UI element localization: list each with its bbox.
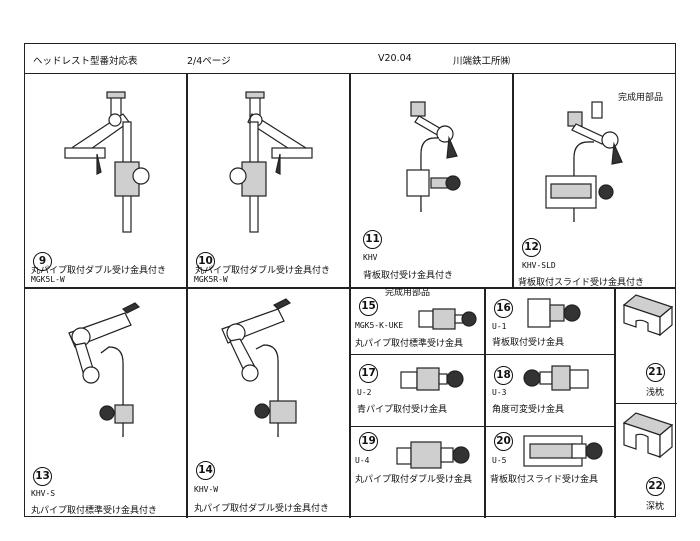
grid-subrow-divider	[349, 426, 614, 428]
headrest-khv-drawing	[406, 101, 461, 212]
item-card-20[interactable]: 20 U-5 背板取付スライド受け金具	[486, 428, 614, 518]
item-card-15[interactable]: 完成用部品 15 MGK5-K-UKE 丸パイプ取付標準受け金具	[351, 288, 484, 354]
item-number-11: 11	[363, 230, 382, 249]
headrest-khv-w-drawing	[221, 298, 297, 437]
item-number-18: 18	[494, 366, 513, 385]
grid-col-divider	[512, 74, 514, 287]
item-card-10[interactable]: 10 MGK5R-W	[188, 74, 349, 287]
item-number-12: 12	[522, 238, 541, 257]
item-card-9[interactable]: 9 MGK5L-W	[25, 74, 186, 287]
bracket-u2-drawing	[400, 367, 464, 391]
item-number-20: 20	[494, 432, 513, 451]
item-number-22: 22	[646, 477, 665, 496]
item-desc-16: 背板取付受け金具	[492, 338, 565, 348]
item-code-9: MGK5L-W	[31, 275, 65, 284]
item-code-12: KHV-SLD	[522, 261, 556, 270]
version-label: V20.04	[378, 53, 412, 64]
item-desc-22: 深枕	[646, 502, 665, 512]
pillow-shallow-drawing	[622, 294, 674, 337]
item-card-18[interactable]: 18 U-3 角度可変受け金具	[486, 356, 614, 426]
item-desc-12: 背板取付スライド受け金具付き	[518, 278, 645, 288]
headrest-mgk5r-w-drawing	[229, 91, 313, 233]
item-desc-11: 背板取付受け金具付き	[363, 271, 454, 281]
item-number-9: 9	[33, 252, 52, 271]
item-code-13: KHV-S	[31, 489, 56, 498]
item-note-15: 完成用部品	[385, 288, 431, 298]
item-number-15: 15	[359, 297, 378, 316]
item-code-18: U-3	[492, 388, 507, 397]
item-number-14: 14	[196, 461, 215, 480]
item-code-19: U-4	[355, 456, 370, 465]
item-card-11[interactable]: 11 KHV 背板取付受け金具付き	[351, 74, 512, 287]
grid-col-divider	[186, 287, 188, 518]
bracket-u3-drawing	[523, 365, 589, 391]
item-desc-9: 丸パイプ取付ダブル受け金具付き	[31, 266, 167, 276]
item-card-13[interactable]: 13 KHV-S 丸パイプ取付標準受け金具付き	[25, 289, 186, 518]
item-number-13: 13	[33, 467, 52, 486]
pillow-deep-drawing	[622, 412, 674, 459]
bracket-u4-drawing	[396, 441, 470, 469]
item-card-17[interactable]: 17 U-2 青パイプ取付受け金具	[351, 356, 484, 426]
item-card-22[interactable]: 22 深枕	[616, 405, 677, 518]
item-code-20: U-5	[492, 456, 507, 465]
headrest-mgk5l-w-drawing	[64, 91, 150, 233]
grid-subrow-divider	[614, 403, 677, 405]
item-desc-18: 角度可変受け金具	[492, 405, 565, 415]
item-card-14[interactable]: 14 KHV-W 丸パイプ取付ダブル受け金具付き	[188, 289, 349, 518]
item-number-17: 17	[359, 364, 378, 383]
item-desc-17: 青パイプ取付受け金具	[357, 405, 448, 415]
headrest-khv-sld-drawing	[545, 101, 623, 222]
page-indicator: 2/4ページ	[187, 56, 231, 67]
item-code-16: U-1	[492, 322, 507, 331]
catalog-sheet: ヘッドレスト型番対応表 2/4ページ V20.04 川端鉄工所㈱ 9 MGK5L…	[24, 43, 677, 518]
item-code-14: KHV-W	[194, 485, 219, 494]
headrest-khv-s-drawing	[68, 302, 141, 437]
item-desc-21: 浅枕	[646, 388, 665, 398]
item-code-15: MGK5-K-UKE	[355, 321, 404, 330]
item-code-10: MGK5R-W	[194, 275, 228, 284]
item-card-19[interactable]: 19 U-4 丸パイプ取付ダブル受け金具	[351, 428, 484, 518]
item-desc-20: 背板取付スライド受け金具	[490, 475, 599, 485]
bracket-u5-drawing	[523, 435, 603, 467]
item-number-10: 10	[196, 252, 215, 271]
item-desc-19: 丸パイプ取付ダブル受け金具	[355, 475, 473, 485]
grid-col-divider	[484, 287, 486, 518]
bracket-u1-drawing	[527, 298, 581, 328]
item-number-21: 21	[646, 363, 665, 382]
item-desc-10: 丸パイプ取付ダブル受け金具付き	[195, 266, 331, 276]
item-desc-14: 丸パイプ取付ダブル受け金具付き	[194, 504, 330, 514]
bracket-mgk5-k-uke-drawing	[418, 308, 477, 330]
grid-subrow-divider	[349, 354, 614, 356]
item-note-12: 完成用部品	[618, 93, 664, 103]
grid-col-divider	[186, 74, 188, 287]
item-card-16[interactable]: 16 U-1 背板取付受け金具	[486, 289, 614, 354]
item-code-17: U-2	[357, 388, 372, 397]
company-name: 川端鉄工所㈱	[453, 56, 511, 67]
grid-col-divider	[349, 74, 351, 518]
item-number-19: 19	[359, 432, 378, 451]
item-desc-13: 丸パイプ取付標準受け金具付き	[31, 506, 158, 516]
item-desc-15: 丸パイプ取付標準受け金具	[355, 339, 464, 349]
grid-col-divider	[614, 287, 616, 518]
item-number-16: 16	[494, 299, 513, 318]
item-code-11: KHV	[363, 253, 378, 262]
doc-title: ヘッドレスト型番対応表	[33, 56, 138, 67]
header-row: ヘッドレスト型番対応表 2/4ページ V20.04 川端鉄工所㈱	[25, 44, 675, 74]
item-card-12[interactable]: 完成用部品 12 KHV-SLD 背板取付スライド受け金具付き	[514, 74, 677, 288]
item-card-21[interactable]: 21 浅枕	[616, 289, 677, 403]
